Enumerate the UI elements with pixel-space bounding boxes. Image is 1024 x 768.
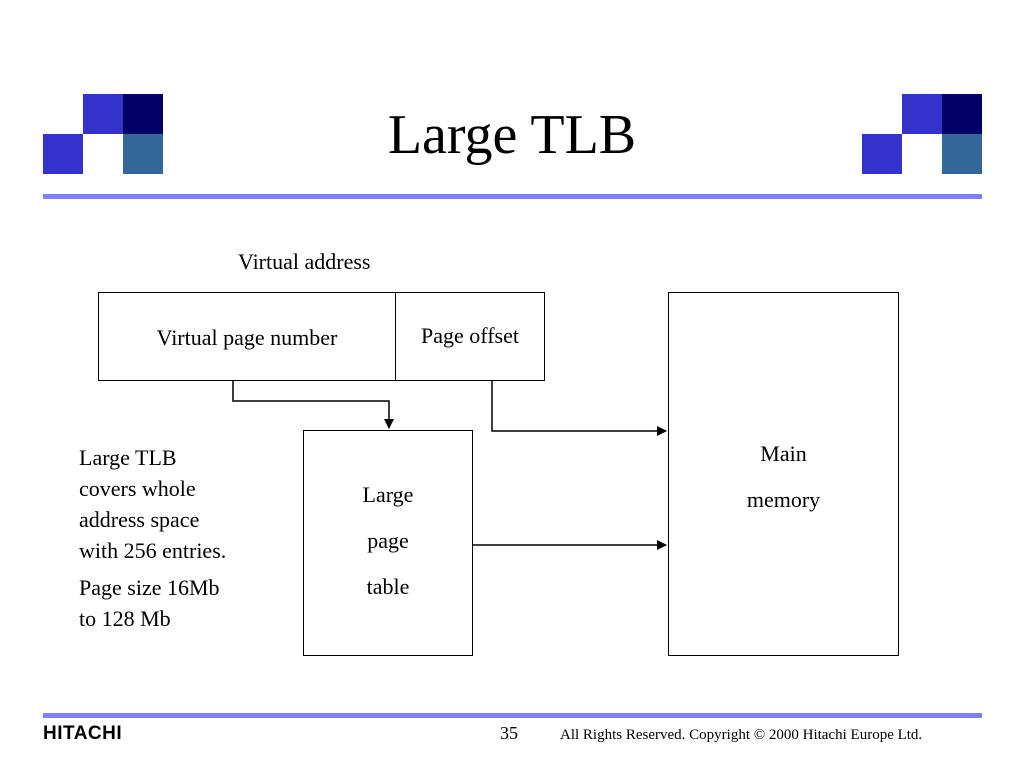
decor-square bbox=[862, 134, 902, 174]
decor-square bbox=[902, 94, 942, 134]
decor-square bbox=[83, 94, 123, 134]
header-divider bbox=[43, 194, 982, 199]
notes-text: Large TLB covers whole address space wit… bbox=[79, 445, 226, 637]
note-line: Large TLB bbox=[79, 445, 177, 470]
decor-square bbox=[942, 134, 982, 174]
decor-square bbox=[123, 134, 163, 174]
note-line: to 128 Mb bbox=[79, 606, 171, 631]
page-offset-label: Page offset bbox=[421, 323, 519, 348]
decor-square bbox=[942, 94, 982, 134]
virtual-page-number-label: Virtual page number bbox=[156, 325, 338, 350]
memory-line: Main bbox=[760, 441, 807, 466]
page-number: 35 bbox=[500, 723, 518, 743]
note-line: address space bbox=[79, 507, 200, 532]
hitachi-logo: HITACHI bbox=[43, 723, 123, 744]
decor-square bbox=[123, 94, 163, 134]
vpn-to-page-table-arrow bbox=[232, 381, 394, 429]
decor-square bbox=[43, 134, 83, 174]
virtual-page-number-box: Virtual page number bbox=[98, 292, 396, 381]
large-page-table-box: Large page table bbox=[303, 430, 473, 656]
note-line: Page size 16Mb bbox=[79, 575, 220, 600]
footer-divider bbox=[43, 713, 982, 718]
slide-title: Large TLB bbox=[387, 104, 637, 166]
page-offset-box: Page offset bbox=[395, 292, 545, 381]
note-line: with 256 entries. bbox=[79, 538, 227, 563]
page-table-line: table bbox=[366, 574, 410, 599]
virtual-address-label: Virtual address bbox=[238, 249, 371, 274]
copyright-notice: All Rights Reserved. Copyright © 2000 Hi… bbox=[560, 727, 923, 743]
page-table-line: Large bbox=[362, 482, 414, 507]
main-memory-box: Main memory bbox=[668, 292, 899, 656]
memory-line: memory bbox=[746, 487, 821, 512]
offset-to-memory-arrow bbox=[491, 381, 667, 436]
note-line: covers whole bbox=[79, 476, 196, 501]
page-table-line: page bbox=[367, 528, 409, 553]
